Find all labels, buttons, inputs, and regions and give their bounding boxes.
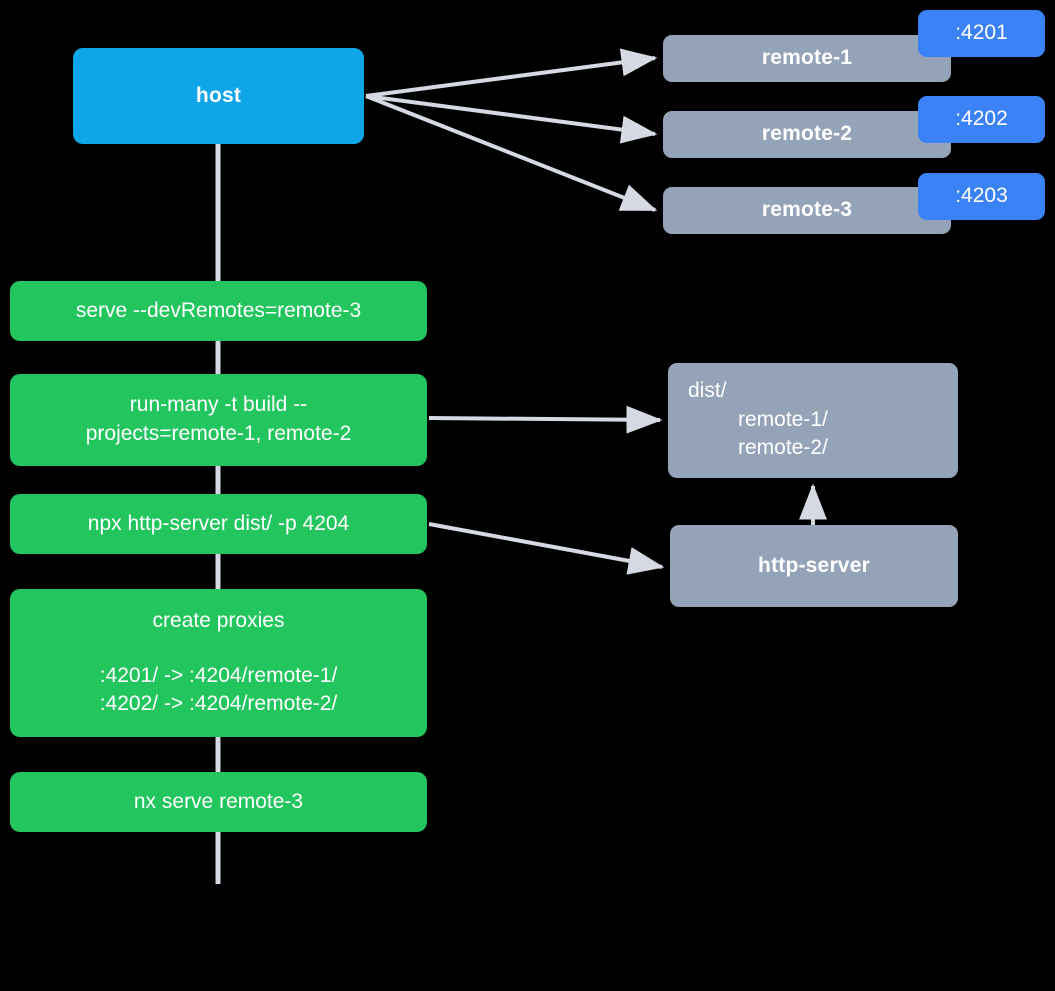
port-badge-remote-2-label: :4202	[955, 107, 1008, 131]
node-host-label: host	[195, 83, 242, 107]
node-http-server-label: http-server	[758, 553, 870, 577]
port-badge-remote-1[interactable]: :4201	[918, 10, 1045, 57]
node-dist-folder[interactable]: dist/ remote-1/ remote-2/	[668, 363, 958, 478]
node-remote-3[interactable]: remote-3	[663, 187, 951, 234]
node-remote-2[interactable]: remote-2	[663, 111, 951, 158]
node-dist-folder-line1: dist/	[688, 379, 727, 402]
edge-host-to-remote-3	[365, 94, 658, 212]
node-command-nx-serve-remote-3[interactable]: nx serve remote-3	[10, 772, 427, 832]
edge-host-to-remote-1	[365, 48, 658, 98]
node-remote-2-label: remote-2	[761, 122, 853, 146]
node-command-serve[interactable]: serve --devRemotes=remote-3	[10, 281, 427, 341]
node-command-nx-serve-remote-3-label: nx serve remote-3	[133, 789, 304, 813]
node-command-create-proxies-line1: :4201/ -> :4204/remote-1/	[99, 663, 338, 687]
edge-run-many-to-dist	[428, 405, 663, 434]
node-command-create-proxies-title: create proxies	[152, 609, 285, 633]
node-command-npx-http-server-label: npx http-server dist/ -p 4204	[87, 511, 350, 535]
node-dist-folder-line3: remote-2/	[738, 436, 828, 460]
edge-host-to-remote-2	[365, 94, 658, 144]
node-http-server[interactable]: http-server	[670, 525, 958, 607]
node-command-run-many-line2: projects=remote-1, remote-2	[85, 422, 352, 445]
node-command-serve-label: serve --devRemotes=remote-3	[75, 298, 362, 322]
port-badge-remote-3-label: :4203	[955, 184, 1008, 208]
node-command-npx-http-server[interactable]: npx http-server dist/ -p 4204	[10, 494, 427, 554]
edge-npx-to-http-server	[428, 522, 665, 575]
node-command-create-proxies[interactable]: create proxies :4201/ -> :4204/remote-1/…	[10, 589, 427, 737]
port-badge-remote-2[interactable]: :4202	[918, 96, 1045, 143]
node-remote-3-label: remote-3	[761, 198, 853, 222]
node-dist-folder-line2: remote-1/	[738, 407, 828, 431]
node-command-run-many[interactable]: run-many -t build -- projects=remote-1, …	[10, 374, 427, 466]
node-remote-1-label: remote-1	[761, 46, 853, 70]
port-badge-remote-3[interactable]: :4203	[918, 173, 1045, 220]
node-command-create-proxies-line2: :4202/ -> :4204/remote-2/	[99, 692, 338, 716]
node-command-run-many-line1: run-many -t build --	[129, 393, 308, 417]
node-host[interactable]: host	[73, 48, 364, 144]
port-badge-remote-1-label: :4201	[955, 21, 1008, 45]
node-remote-1[interactable]: remote-1	[663, 35, 951, 82]
